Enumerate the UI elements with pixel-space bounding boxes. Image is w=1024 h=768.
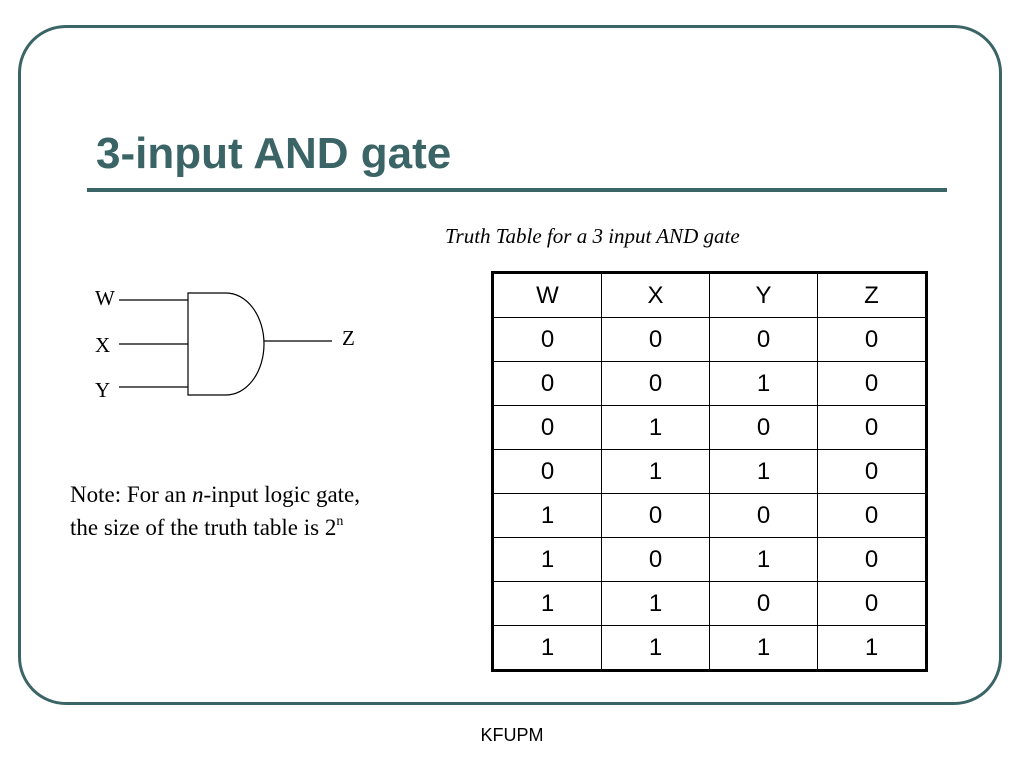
header-cell-x: X [601,272,710,318]
table-cell: 1 [709,625,818,671]
table-cell: 0 [492,405,602,450]
table-cell: 0 [492,361,602,406]
table-row: 1 1 1 1 [492,625,927,671]
table-row: 1 0 0 0 [492,493,927,538]
table-row: 0 0 1 0 [492,361,927,406]
table-cell: 1 [709,537,818,582]
footer-text: KFUPM [480,725,544,745]
table-cell: 1 [492,537,602,582]
table-cell: 0 [817,317,927,362]
note-line-2-prefix: the size of the truth table is 2 [70,515,337,540]
note-line-1-suffix: -input logic gate, [203,482,361,507]
table-cell: 1 [601,581,710,626]
slide-title: 3-input AND gate [96,129,452,178]
table-row: 1 0 1 0 [492,537,927,582]
header-cell-z: Z [817,272,927,318]
note-line-1-prefix: Note: For an [70,482,193,507]
table-row: 0 0 0 0 [492,317,927,362]
table-cell: 0 [817,581,927,626]
table-cell: 0 [601,317,710,362]
table-cell: 1 [709,361,818,406]
table-cell: 0 [492,317,602,362]
table-row: 0 1 0 0 [492,405,927,450]
table-cell: 0 [601,493,710,538]
truth-table-caption: Truth Table for a 3 input AND gate [445,224,740,248]
table-cell: 0 [709,493,818,538]
table-cell: 1 [601,625,710,671]
title-divider [87,188,947,192]
table-cell: 0 [601,361,710,406]
table-cell: 0 [709,317,818,362]
note-line-1: Note: For an n-input logic gate, [70,478,360,511]
header-cell-y: Y [709,272,818,318]
header-cell-w: W [492,272,602,318]
table-cell: 1 [492,625,602,671]
table-cell: 0 [709,581,818,626]
table-cell: 0 [817,361,927,406]
table-cell: 1 [492,493,602,538]
note-variable-n: n [192,482,204,507]
note-exponent: n [336,514,344,529]
table-cell: 0 [817,449,927,494]
table-cell: 0 [492,449,602,494]
table-cell: 1 [601,405,710,450]
note-line-2: the size of the truth table is 2n [70,511,360,544]
table-cell: 1 [492,581,602,626]
table-cell: 1 [601,449,710,494]
truth-table: W X Y Z 0 0 0 0 0 0 1 0 0 1 0 0 0 1 1 0 [491,271,928,672]
table-cell: 0 [817,537,927,582]
truth-table-header-row: W X Y Z [492,272,927,318]
table-cell: 0 [817,405,927,450]
table-cell: 1 [817,625,927,671]
table-cell: 0 [817,493,927,538]
table-cell: 1 [709,449,818,494]
note-text: Note: For an n-input logic gate, the siz… [70,478,360,544]
table-row: 1 1 0 0 [492,581,927,626]
table-row: 0 1 1 0 [492,449,927,494]
table-cell: 0 [601,537,710,582]
slide-frame [18,25,1002,705]
table-cell: 0 [709,405,818,450]
